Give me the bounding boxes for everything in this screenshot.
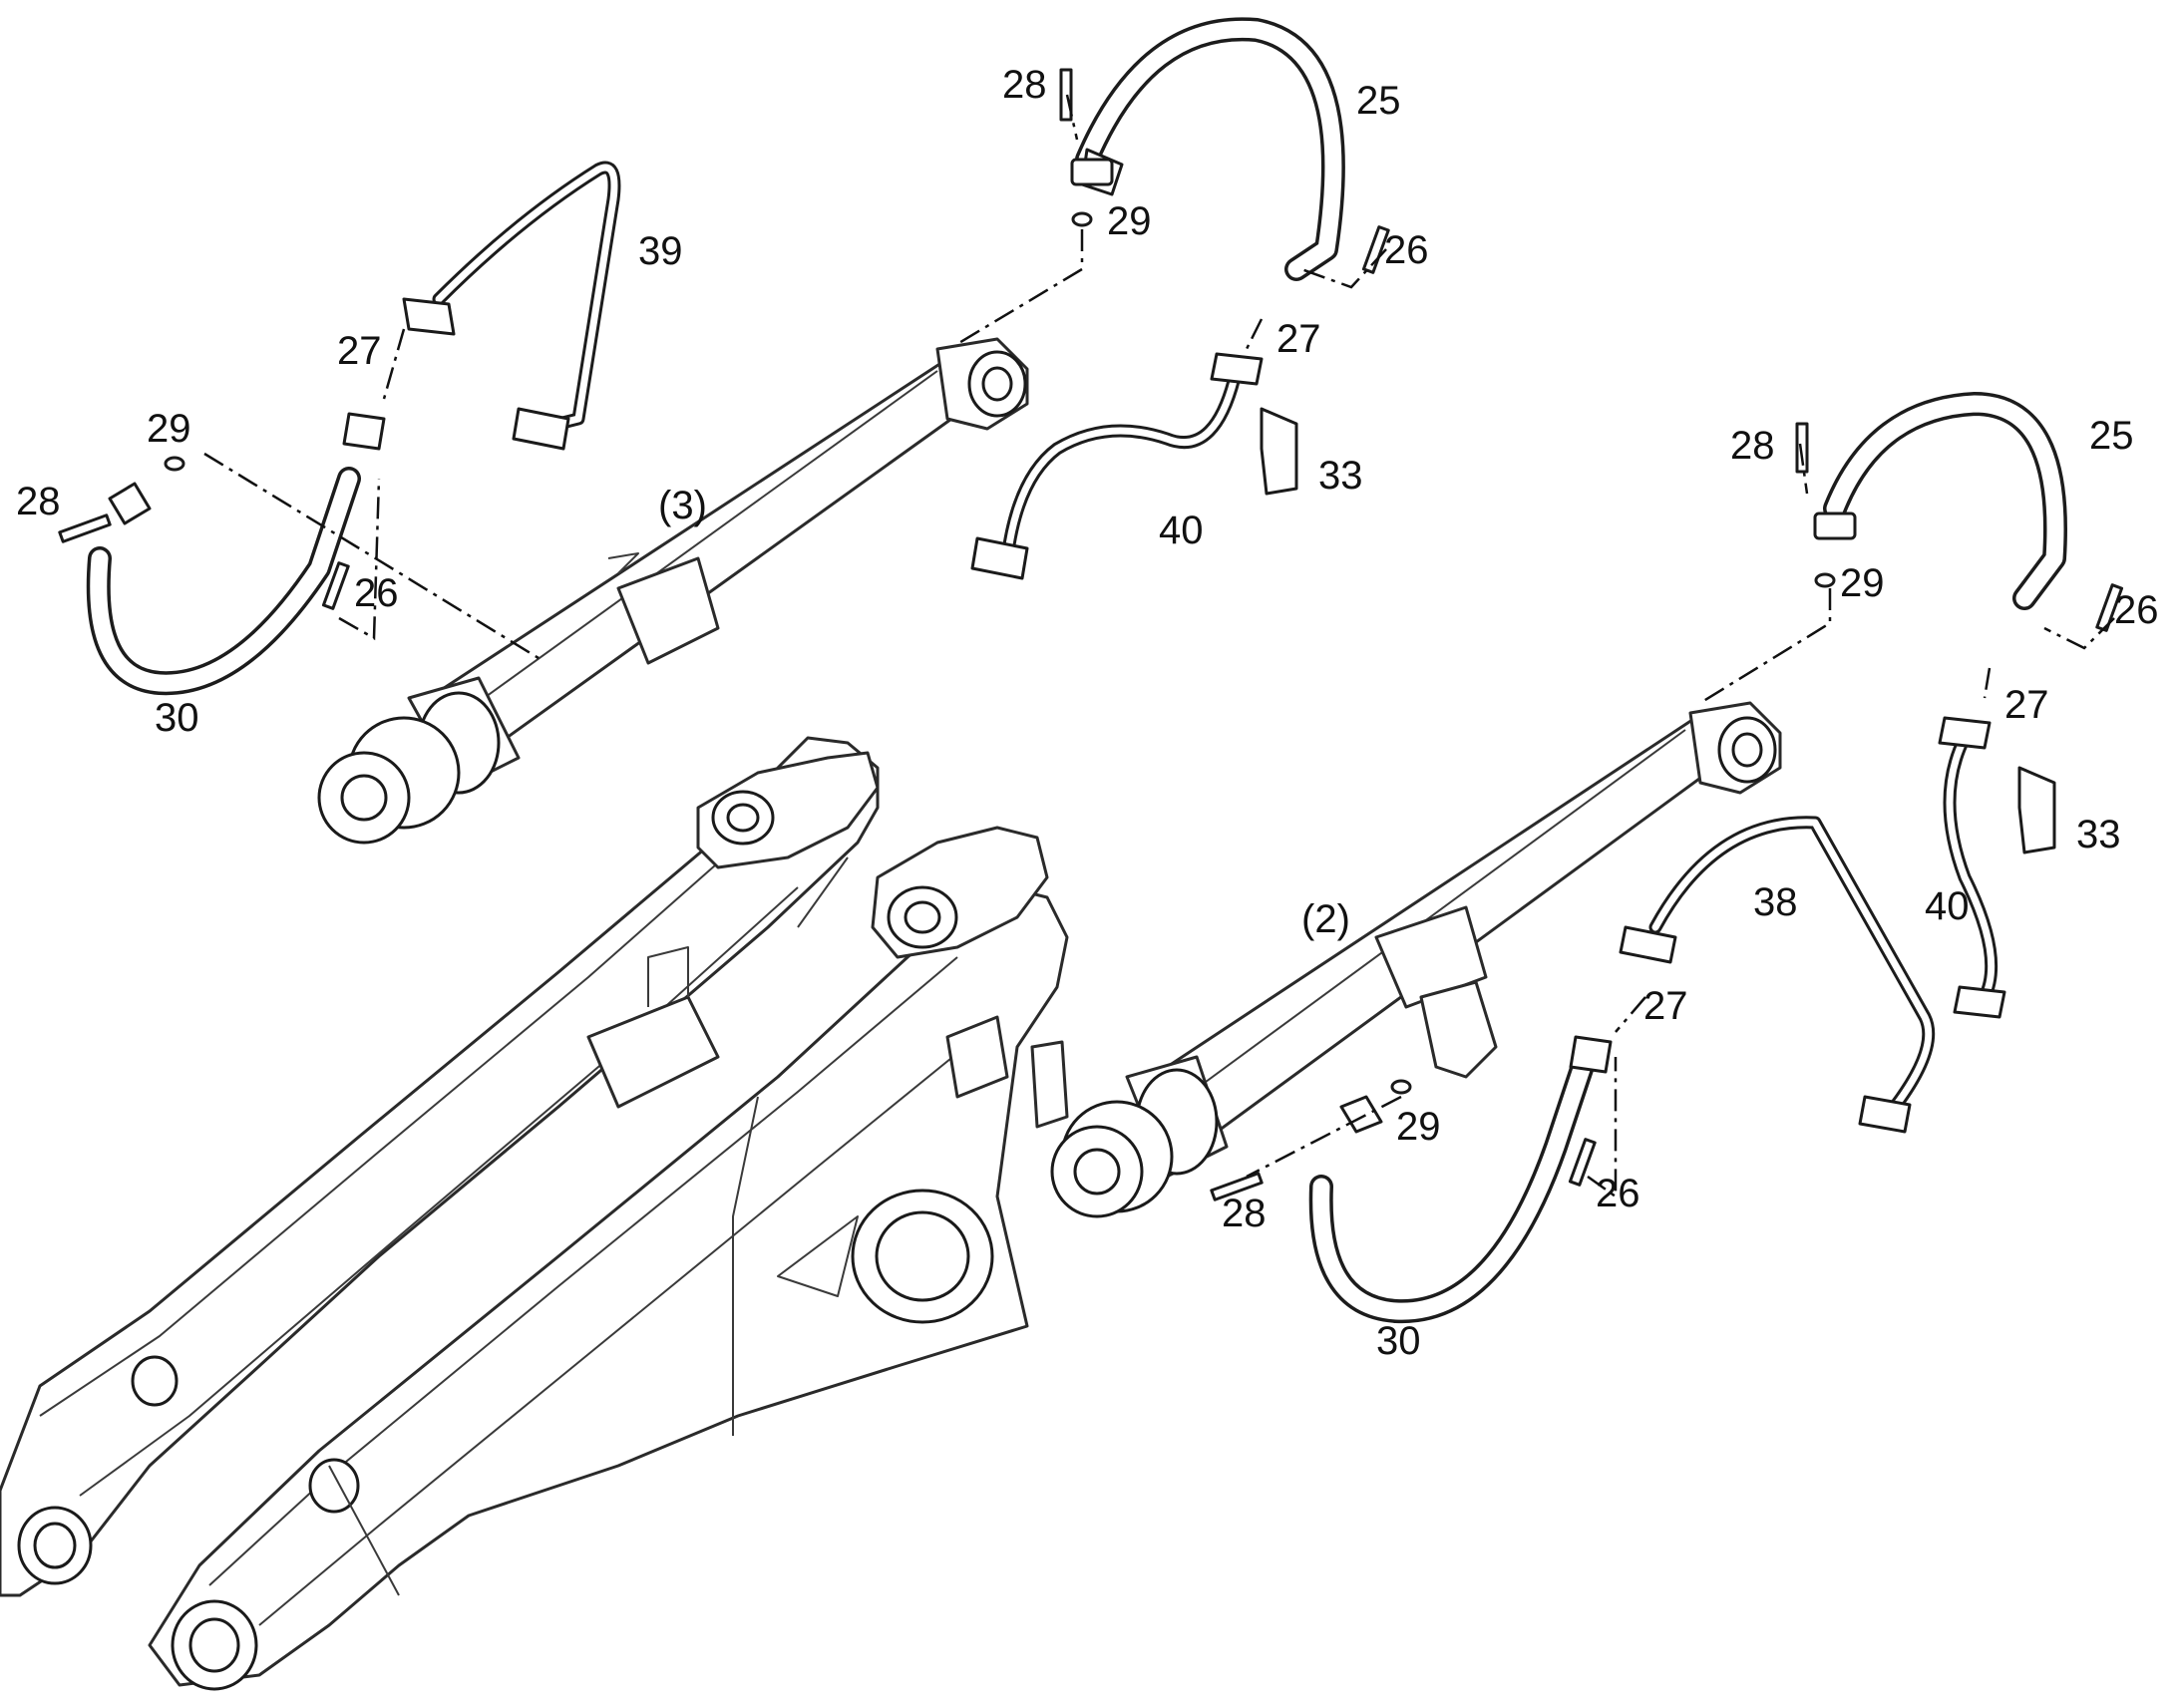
callout-30: 30 bbox=[1376, 1319, 1421, 1363]
callout-40: 40 bbox=[1925, 884, 1970, 928]
callouts-right: 28 25 29 26 27 33 40 bbox=[1730, 414, 2159, 928]
callout-27: 27 bbox=[1643, 984, 1688, 1028]
callout-33: 33 bbox=[1318, 454, 1363, 498]
callout-39: 39 bbox=[638, 229, 683, 273]
callout-cylinder-2: (2) bbox=[1301, 897, 1350, 941]
callout-27: 27 bbox=[337, 329, 382, 373]
cylinder-2 bbox=[1050, 701, 1782, 1218]
callout-26: 26 bbox=[354, 571, 399, 615]
pipe-38 bbox=[1619, 816, 1936, 1134]
leader-lines bbox=[203, 94, 2115, 1199]
callout-38: 38 bbox=[1753, 880, 1798, 924]
callout-29: 29 bbox=[1840, 561, 1885, 605]
hose-25-top bbox=[1070, 17, 1345, 281]
callout-27: 27 bbox=[1276, 317, 1321, 361]
pipe-39 bbox=[402, 161, 621, 451]
callout-29: 29 bbox=[1396, 1105, 1441, 1149]
callout-29: 29 bbox=[1107, 199, 1152, 243]
callout-27: 27 bbox=[2004, 683, 2049, 727]
callout-26: 26 bbox=[1384, 228, 1429, 272]
hose-30-left bbox=[86, 412, 386, 696]
callouts-left: 39 27 29 28 26 30 (3) bbox=[16, 229, 707, 740]
callout-26: 26 bbox=[1596, 1172, 1640, 1215]
callout-26: 26 bbox=[2114, 588, 2159, 632]
callouts-lower-right: (2) 38 27 29 28 26 30 bbox=[1222, 880, 1798, 1363]
callout-28: 28 bbox=[1002, 63, 1047, 107]
callout-cylinder-3: (3) bbox=[658, 484, 707, 527]
callout-29: 29 bbox=[147, 407, 191, 451]
pipe-40-top bbox=[970, 352, 1264, 580]
callout-28: 28 bbox=[16, 480, 61, 523]
hose-25-right bbox=[1813, 392, 2067, 610]
hardware-parts bbox=[58, 68, 2124, 1201]
callout-28: 28 bbox=[1730, 424, 1775, 468]
boom-structure bbox=[0, 736, 1069, 1691]
callout-33: 33 bbox=[2076, 813, 2121, 856]
callout-25: 25 bbox=[2089, 414, 2134, 458]
pipe-40-right bbox=[1938, 716, 2006, 1019]
callout-40: 40 bbox=[1159, 509, 1204, 552]
callout-30: 30 bbox=[155, 696, 199, 740]
cylinder-3 bbox=[317, 337, 1029, 845]
callout-25: 25 bbox=[1356, 79, 1401, 123]
hose-30-right bbox=[1308, 1035, 1613, 1324]
callouts-top-center: 28 25 29 26 27 33 40 bbox=[1002, 63, 1429, 552]
callout-28: 28 bbox=[1222, 1192, 1267, 1235]
